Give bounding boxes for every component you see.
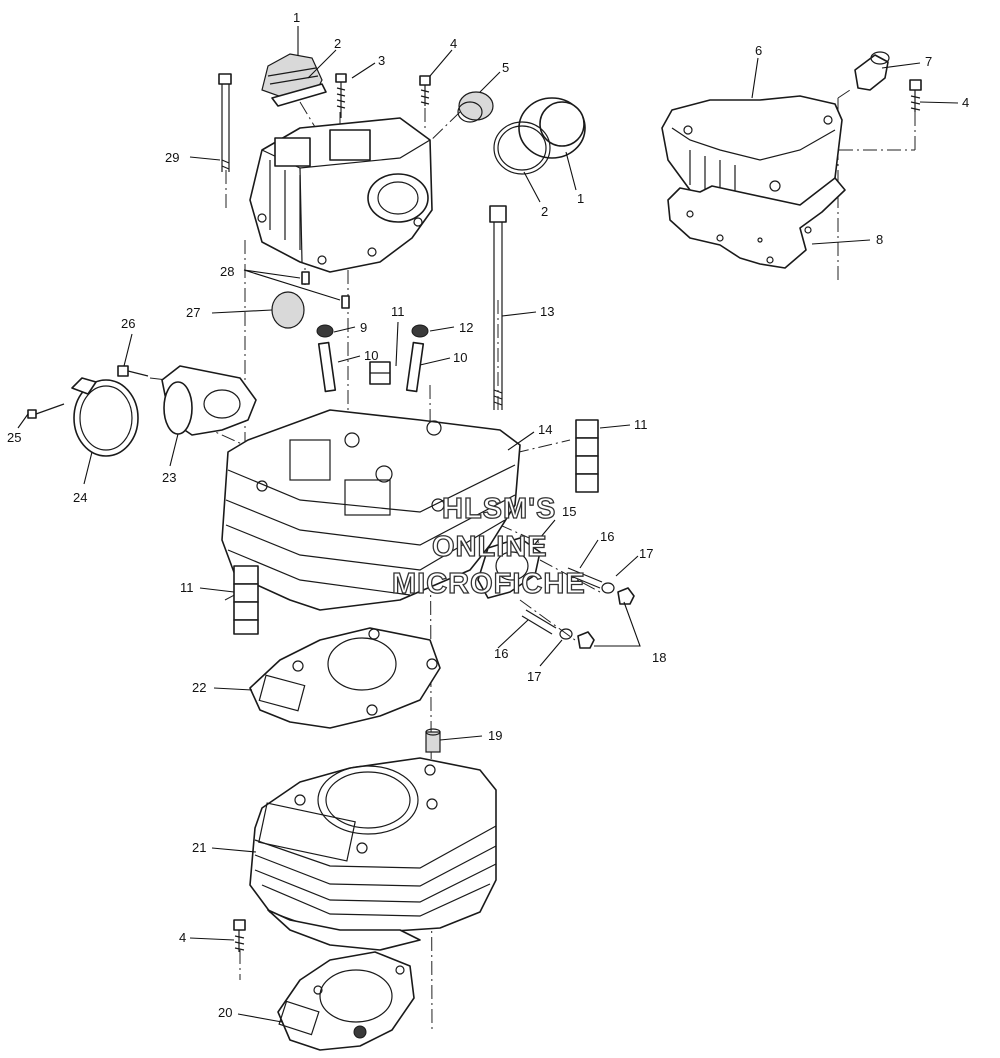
long-stud-bolt xyxy=(218,73,232,172)
head-gasket xyxy=(249,627,441,729)
valve-guide xyxy=(317,341,425,393)
callout-label: 17 xyxy=(639,546,653,561)
callout-label: 1 xyxy=(577,191,584,206)
dowel-pin xyxy=(301,271,350,309)
seal-strip xyxy=(271,83,327,107)
exhaust-gasket xyxy=(477,537,541,599)
callout-label: 19 xyxy=(488,728,502,743)
callout-label: 16 xyxy=(600,529,614,544)
callout-label: 10 xyxy=(453,350,467,365)
callout-label: 13 xyxy=(540,304,554,319)
o-ring xyxy=(493,121,551,175)
callout-label: 9 xyxy=(360,320,367,335)
bolt xyxy=(335,73,347,118)
callout-label: 8 xyxy=(876,232,883,247)
callout-label: 7 xyxy=(925,54,932,69)
callout-labels: 1 2 3 4 5 1 2 6 7 4 8 29 28 27 9 11 12 1… xyxy=(7,10,969,1020)
shim-block-stack xyxy=(575,419,599,493)
callout-label: 15 xyxy=(562,504,576,519)
callout-label: 11 xyxy=(634,417,648,432)
threaded-plug xyxy=(457,91,494,123)
watermark-line: HLSM'S xyxy=(442,493,556,525)
rocker-cover-housing xyxy=(249,117,433,273)
cylinder-block xyxy=(249,757,497,951)
callout-label: 11 xyxy=(180,580,194,595)
watermark-line: MICROFICHE xyxy=(392,568,586,600)
base-gasket xyxy=(277,951,415,1051)
callout-label: 20 xyxy=(218,1005,232,1020)
callout-label: 23 xyxy=(162,470,176,485)
valve-cover-gasket xyxy=(667,177,846,269)
callout-label: 3 xyxy=(378,53,385,68)
callout-label: 4 xyxy=(450,36,457,51)
callout-label: 10 xyxy=(364,348,378,363)
watermark: HLSM'S ONLINE MICROFICHE xyxy=(391,492,586,600)
callout-label: 4 xyxy=(179,930,186,945)
callout-label: 11 xyxy=(391,304,405,319)
intake-manifold xyxy=(161,365,257,436)
callout-label: 25 xyxy=(7,430,21,445)
cylinder-head xyxy=(221,409,521,611)
bolt xyxy=(233,919,246,952)
bolt xyxy=(419,75,431,106)
side-cover xyxy=(518,97,586,159)
callout-label: 4 xyxy=(962,95,969,110)
callout-label: 29 xyxy=(165,150,179,165)
bolt xyxy=(909,79,922,112)
leader-lines xyxy=(17,26,959,1023)
clamp-screw xyxy=(117,365,149,377)
callout-label: 16 xyxy=(494,646,508,661)
hose-clamp xyxy=(71,377,139,457)
callout-label: 2 xyxy=(541,204,548,219)
callout-label: 5 xyxy=(502,60,509,75)
callout-label: 17 xyxy=(527,669,541,684)
callout-label: 28 xyxy=(220,264,234,279)
callout-label: 27 xyxy=(186,305,200,320)
callout-label: 24 xyxy=(73,490,87,505)
end-plug xyxy=(271,291,305,329)
dowel-sleeve xyxy=(425,728,441,753)
breather-elbow xyxy=(854,51,890,91)
nut xyxy=(577,587,635,649)
callout-label: 18 xyxy=(652,650,666,665)
callout-label: 2 xyxy=(334,36,341,51)
watermark-line: ONLINE xyxy=(432,531,548,563)
callout-label: 6 xyxy=(755,43,762,58)
callout-label: 22 xyxy=(192,680,206,695)
shim-block-stack xyxy=(233,565,259,635)
callout-label: 1 xyxy=(293,10,300,25)
exhaust-stud xyxy=(521,567,603,635)
washer xyxy=(559,582,615,640)
valve-stem-seal xyxy=(316,324,429,338)
callout-label: 26 xyxy=(121,316,135,331)
callout-label: 14 xyxy=(538,422,552,437)
callout-label: 21 xyxy=(192,840,206,855)
callout-label: 12 xyxy=(459,320,473,335)
clamp-screw xyxy=(27,403,65,419)
shim-block xyxy=(369,361,391,385)
